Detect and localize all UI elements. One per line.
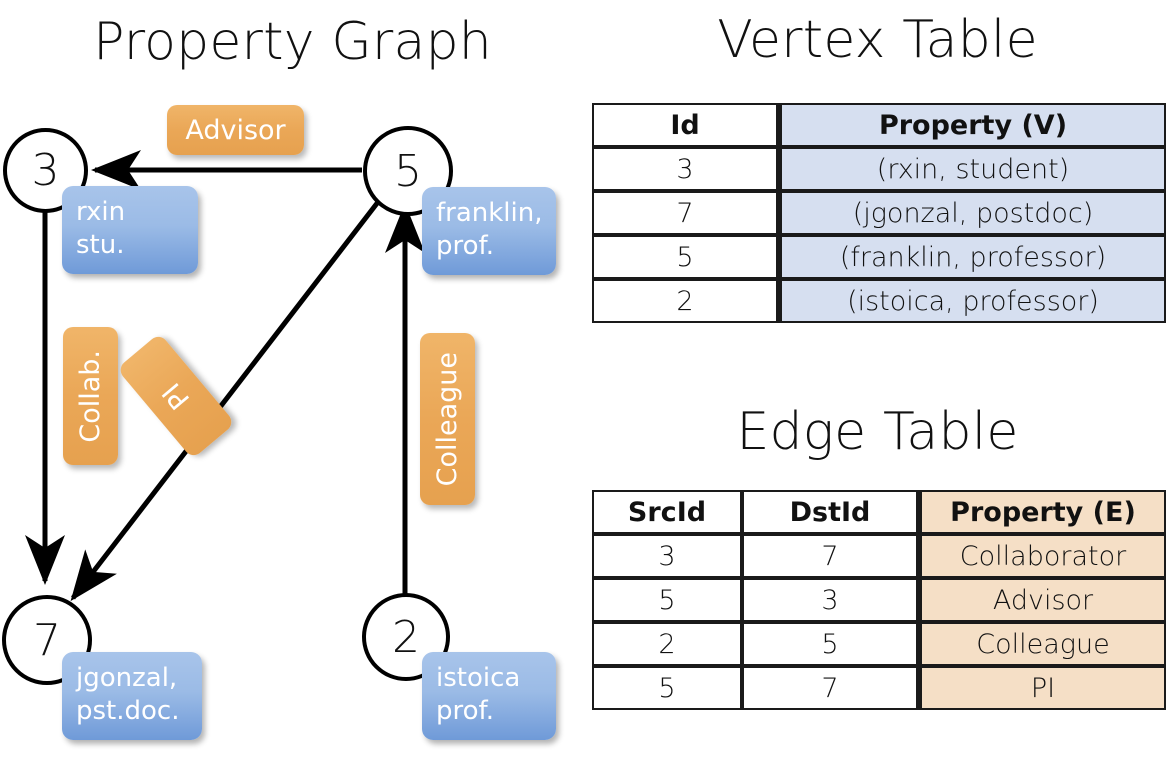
- edge-row-1-property: Advisor: [918, 578, 1166, 622]
- edge-table-header-property: Property (E): [918, 490, 1166, 534]
- vertex-property-box-7-line1: jgonzal,: [76, 663, 178, 693]
- vertex-property-box-5-line2: prof.: [436, 231, 495, 262]
- vertex-property-box-3-line1: rxin: [76, 197, 126, 227]
- edge-label-advisor-text: Advisor: [185, 114, 286, 146]
- table-row[interactable]: 2 (istoica, professor): [592, 279, 1166, 323]
- table-row[interactable]: 5 (franklin, professor): [592, 235, 1166, 279]
- edge-row-0-property: Collaborator: [918, 534, 1166, 578]
- edge-row-3-src: 5: [592, 666, 742, 710]
- graph-node-3[interactable]: 3: [3, 128, 88, 213]
- vertex-row-1-id: 7: [592, 191, 778, 235]
- table-row[interactable]: 3 7 Collaborator: [592, 534, 1166, 578]
- edge-row-2-property: Colleague: [918, 622, 1166, 666]
- edge-label-colleague-text: Colleague: [432, 351, 463, 487]
- vertex-row-0-property: (rxin, student): [778, 147, 1166, 191]
- table-row[interactable]: 7 (jgonzal, postdoc): [592, 191, 1166, 235]
- vertex-property-box-2-line1: istoica: [436, 663, 521, 693]
- property-graph-diagram: 3 5 7 2 rxin stu. franklin, prof. jgonza…: [0, 86, 585, 760]
- page-title-vertex-table: Vertex Table: [717, 10, 1038, 70]
- graph-node-5[interactable]: 5: [363, 126, 453, 216]
- edge-label-colleague: Colleague: [420, 333, 475, 505]
- vertex-table-header-id: Id: [592, 103, 778, 147]
- vertex-table: Id Property (V) 3 (rxin, student) 7 (jgo…: [592, 103, 1166, 323]
- edge-row-0-dst: 7: [742, 534, 918, 578]
- edge-row-1-src: 5: [592, 578, 742, 622]
- edge-table-header-dstid: DstId: [742, 490, 918, 534]
- edge-table-header-srcid: SrcId: [592, 490, 742, 534]
- vertex-row-2-id: 5: [592, 235, 778, 279]
- edge-row-1-dst: 3: [742, 578, 918, 622]
- edge-label-collab-text: Collab.: [75, 349, 106, 443]
- vertex-table-header-row: Id Property (V): [592, 103, 1166, 147]
- edge-row-2-dst: 5: [742, 622, 918, 666]
- page-title-property-graph: Property Graph: [93, 12, 492, 72]
- edge-table-header-row: SrcId DstId Property (E): [592, 490, 1166, 534]
- table-row[interactable]: 2 5 Colleague: [592, 622, 1166, 666]
- vertex-property-box-5: franklin, prof.: [422, 187, 556, 275]
- graph-node-3-id: 3: [31, 145, 60, 196]
- edge-label-collab: Collab.: [63, 327, 118, 465]
- table-row[interactable]: 3 (rxin, student): [592, 147, 1166, 191]
- edge-row-2-src: 2: [592, 622, 742, 666]
- table-row[interactable]: 5 3 Advisor: [592, 578, 1166, 622]
- vertex-row-1-property: (jgonzal, postdoc): [778, 191, 1166, 235]
- vertex-row-2-property: (franklin, professor): [778, 235, 1166, 279]
- vertex-property-box-7-line2: pst.doc.: [76, 696, 180, 727]
- vertex-property-box-7: jgonzal, pst.doc.: [62, 652, 202, 740]
- table-row[interactable]: 5 7 PI: [592, 666, 1166, 710]
- edge-label-pi-text: PI: [156, 376, 196, 416]
- vertex-row-3-id: 2: [592, 279, 778, 323]
- edge-label-advisor: Advisor: [167, 105, 304, 155]
- vertex-property-box-3-line2: stu.: [76, 230, 125, 261]
- vertex-row-3-property: (istoica, professor): [778, 279, 1166, 323]
- vertex-property-box-3: rxin stu.: [62, 186, 198, 274]
- edge-pi-5-to-7: [70, 200, 380, 602]
- graph-edges-layer: [25, 150, 425, 602]
- edge-row-3-dst: 7: [742, 666, 918, 710]
- vertex-property-box-2-line2: prof.: [436, 696, 495, 727]
- graph-node-5-id: 5: [394, 145, 422, 197]
- vertex-table-header-property: Property (V): [778, 103, 1166, 147]
- edge-row-3-property: PI: [918, 666, 1166, 710]
- vertex-row-0-id: 3: [592, 147, 778, 191]
- page-title-edge-table: Edge Table: [736, 402, 1019, 462]
- edge-row-0-src: 3: [592, 534, 742, 578]
- vertex-property-box-2: istoica prof.: [422, 652, 556, 740]
- vertex-property-box-5-line1: franklin,: [436, 198, 543, 228]
- edge-table: SrcId DstId Property (E) 3 7 Collaborato…: [592, 490, 1166, 710]
- graph-node-2-id: 2: [392, 611, 420, 663]
- graph-node-7-id: 7: [33, 614, 61, 666]
